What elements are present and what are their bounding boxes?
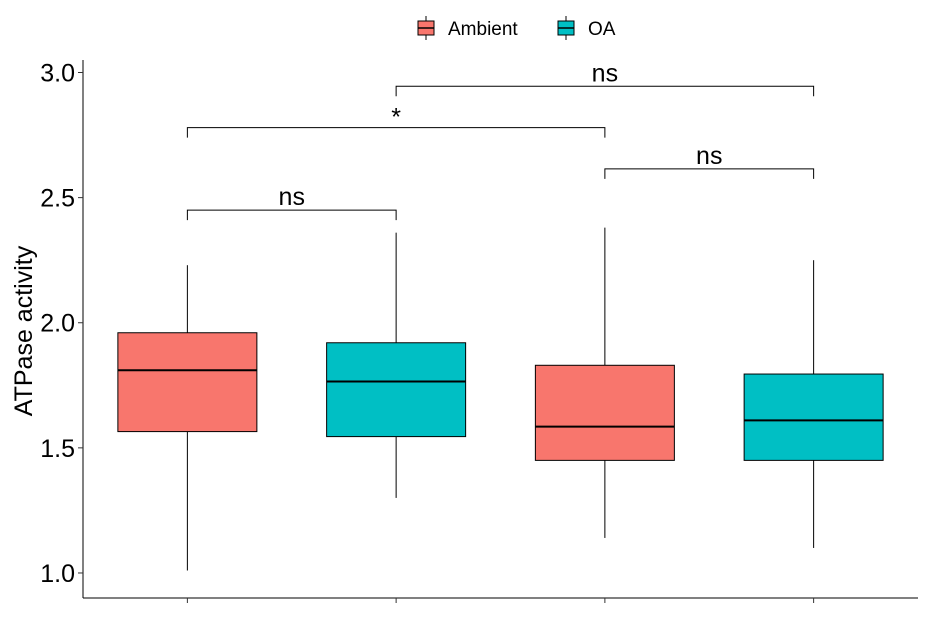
y-tick-label: 1.5 <box>40 435 75 463</box>
significance-label: * <box>391 104 401 132</box>
significance-label: ns <box>592 59 618 87</box>
legend-label: OA <box>588 19 616 40</box>
significance-label: ns <box>696 142 722 170</box>
bracket-line <box>395 85 815 97</box>
y-axis: 1.0 1.5 2.0 2.5 3.0 <box>40 60 84 598</box>
comparison-1: ns <box>186 183 397 221</box>
bracket-line <box>186 209 397 221</box>
legend-label: Ambient <box>448 19 518 40</box>
bracket-line <box>604 168 815 179</box>
y-tick-label: 2.5 <box>40 185 75 213</box>
box-iqr <box>743 373 884 461</box>
legend: Ambient OA <box>417 16 616 40</box>
comparison-4: ns <box>604 142 815 179</box>
box-1 <box>117 265 258 571</box>
y-tick-label: 2.0 <box>40 310 75 338</box>
boxes <box>117 227 884 571</box>
significance-label: ns <box>279 183 305 211</box>
comparison-2: * <box>186 104 606 138</box>
legend-entry: OA <box>557 16 616 40</box>
significance-brackets: ns * ns ns <box>186 59 815 221</box>
box-4 <box>743 260 884 548</box>
box-iqr <box>117 332 258 433</box>
bracket-line <box>186 127 606 138</box>
y-tick-label: 1.0 <box>40 560 75 588</box>
comparison-3: ns <box>395 59 815 97</box>
y-tick-label: 3.0 <box>40 60 75 88</box>
legend-entry: Ambient <box>417 16 518 40</box>
x-axis <box>83 597 918 603</box>
y-axis-title: ATPase activity <box>10 245 38 416</box>
box-iqr <box>326 342 467 438</box>
box-2 <box>326 232 467 498</box>
box-iqr <box>534 364 675 461</box>
box-3 <box>534 227 675 538</box>
